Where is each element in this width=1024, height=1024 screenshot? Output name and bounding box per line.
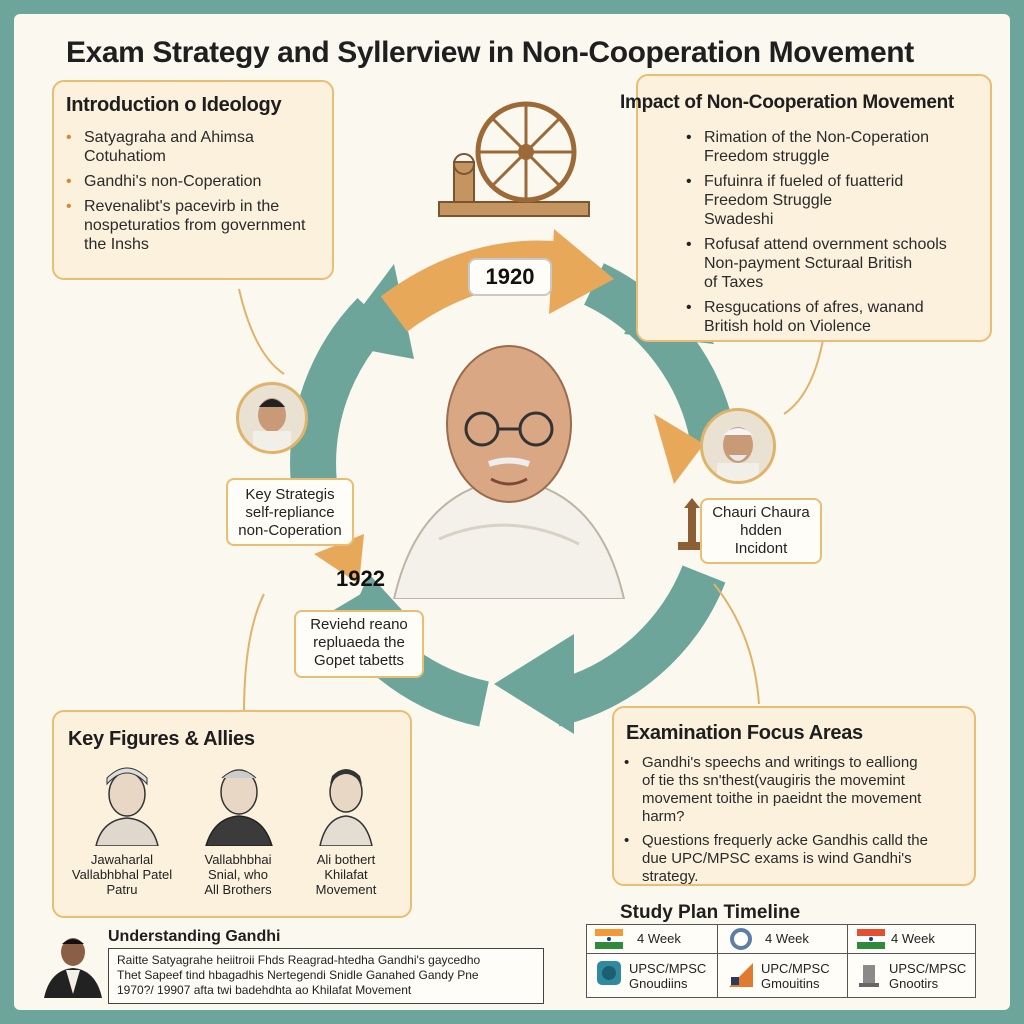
understanding-text: Raitte Satyagrahe heiitroii Fhds Reagrad… — [108, 948, 544, 1004]
key-figures-card: Key Figures & Allies Jawaharlal Vallabhb… — [52, 710, 412, 918]
monument-icon — [859, 965, 879, 987]
timeline-exam-1: UPSC/MPSC Gnoudiins — [629, 961, 707, 991]
understanding-heading: Understanding Gandhi — [108, 928, 281, 945]
year-1922: 1922 — [336, 566, 385, 591]
teal-arrow-right — [583, 263, 737, 449]
timeline-week-1: 4 Week — [637, 931, 681, 946]
figure-name-1: Jawaharlal Vallabhbhal Patel Patru — [71, 852, 173, 897]
list-item: Satyagraha and Ahimsa Cotuhatiom — [66, 128, 328, 166]
spinning-wheel-icon — [438, 101, 590, 217]
impact-list: Rimation of the Non-Coperation Freedom s… — [686, 128, 986, 342]
list-item: Resgucations of afres, wanand British ho… — [686, 298, 986, 336]
page-title: Exam Strategy and Syllerview in Non-Coop… — [66, 36, 914, 69]
globe-icon — [597, 961, 621, 985]
list-item: Gandhi's non-Coperation — [66, 172, 328, 191]
india-flag-icon-2 — [857, 929, 885, 949]
figure-portrait-2 — [205, 769, 273, 846]
key-figures-heading: Key Figures & Allies — [68, 728, 255, 750]
speaker-avatar — [44, 938, 102, 998]
timeline-exam-3: UPSC/MPSC Gnootirs — [889, 961, 967, 991]
gandhi-portrait — [392, 345, 626, 599]
timeline-exam-2: UPC/MPSC Gmouitins — [761, 961, 830, 991]
timeline-week-3: 4 Week — [891, 931, 935, 946]
intro-list: Satyagraha and Ahimsa Cotuhatiom Gandhi'… — [66, 128, 328, 260]
impact-card: Impact of Non-Cooperation Movement Rimat… — [620, 74, 992, 342]
timeline-heading: Study Plan Timeline — [620, 902, 801, 923]
list-item: Fufuinra if fueled of fuatterid Freedom … — [686, 172, 986, 229]
figure-name-3: Ali bothert Khilafat Movement — [315, 852, 377, 897]
list-item: Gandhi's speechs and writings to eallion… — [624, 754, 968, 826]
teal-arrow-bottom-right — [548, 565, 726, 727]
exam-focus-card: Examination Focus Areas Gandhi's speechs… — [612, 706, 976, 886]
figure-name-2: Vallabhbhai Snial, who All Brothers — [204, 852, 272, 897]
list-item: Questions frequerly acke Gandhis calld t… — [624, 832, 968, 886]
poster: Exam Strategy and Syllerview in Non-Coop… — [14, 14, 1010, 1010]
timeline-week-2: 4 Week — [765, 931, 809, 946]
teal-arrow-bottom-right-head — [494, 634, 574, 734]
ring-icon — [730, 928, 752, 950]
connector-figures — [243, 593, 265, 715]
connector-intro — [238, 288, 285, 375]
list-item: Rimation of the Non-Coperation Freedom s… — [686, 128, 986, 166]
chauri-chaura-label: Chauri Chaura hdden Incidont — [700, 498, 822, 564]
exam-focus-heading: Examination Focus Areas — [626, 722, 863, 744]
figure-portrait-1 — [95, 767, 159, 846]
chart-icon — [729, 963, 753, 987]
timeline-table: 4 Week 4 Week 4 Week UPSC/MPSC Gnoudiins… — [586, 924, 976, 998]
key-strategies-label: Key Strategis self-repliance non-Coperat… — [226, 478, 354, 546]
year-1920: 1920 — [468, 258, 552, 296]
connector-exam — [713, 583, 760, 705]
intro-card: Introduction o Ideology Satyagraha and A… — [52, 80, 334, 280]
intro-heading: Introduction o Ideology — [66, 94, 282, 116]
list-item: Revenalibt's pacevirb in the nospeturati… — [66, 197, 328, 254]
leader-portrait-right — [700, 408, 776, 484]
reviewed-label: Reviehd reano repluaeda the Gopet tabett… — [294, 610, 424, 678]
orange-arrow-top-head — [549, 229, 614, 314]
orange-accent-right — [654, 414, 704, 484]
india-flag-icon — [595, 929, 623, 949]
exam-focus-list: Gandhi's speechs and writings to eallion… — [624, 754, 968, 892]
leader-portrait-left — [236, 382, 308, 454]
connector-impact — [783, 333, 825, 415]
impact-heading: Impact of Non-Cooperation Movement — [620, 92, 954, 113]
charkha-small-icon — [678, 498, 712, 550]
orange-accent-left — [314, 534, 364, 584]
figure-portrait-3 — [319, 769, 373, 846]
list-item: Rofusaf attend overnment schools Non-pay… — [686, 235, 986, 292]
